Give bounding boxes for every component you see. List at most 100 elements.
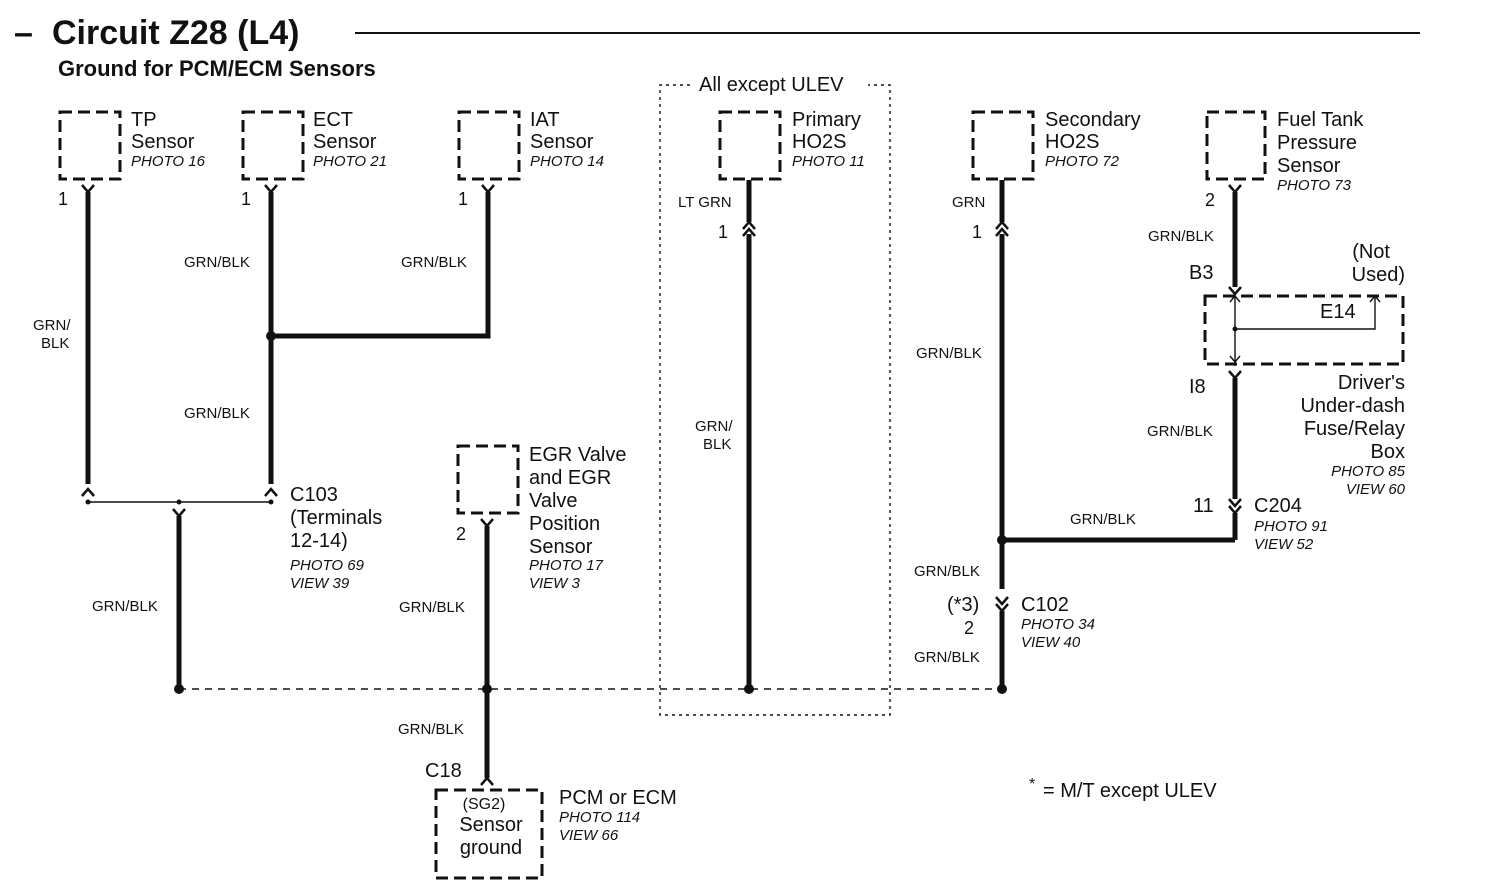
- c102-mark-a: [995, 596, 1009, 606]
- wire-c102-upper-label: GRN/BLK: [914, 563, 980, 580]
- fuse-box-view: VIEW 60: [1346, 481, 1406, 498]
- secondary-conn-mark-b: [995, 227, 1009, 237]
- pcm-view: VIEW 66: [559, 827, 619, 844]
- tp-sensor-photo: PHOTO 16: [131, 153, 206, 170]
- ect-sensor-photo: PHOTO 21: [313, 153, 387, 170]
- c204-connector[interactable]: 11 C204 PHOTO 91 VIEW 52: [1193, 495, 1328, 553]
- c102-connector[interactable]: (*3) 2 C102 PHOTO 34 VIEW 40: [947, 594, 1095, 651]
- c102-photo: PHOTO 34: [1021, 616, 1095, 633]
- c204-name: C204: [1254, 495, 1302, 517]
- wire-egr-label: GRN/BLK: [399, 599, 465, 616]
- pcm-photo: PHOTO 114: [559, 809, 640, 826]
- bus-node-primary: [744, 684, 754, 694]
- egr-sensor-photo: PHOTO 17: [529, 557, 604, 574]
- page-title: Circuit Z28 (L4): [52, 14, 299, 52]
- fuse-bottom-arrow: [1229, 355, 1241, 364]
- c103-tp-mark: [81, 487, 95, 497]
- fuse-top-arrow: [1229, 294, 1241, 303]
- bus-node-c103: [174, 684, 184, 694]
- c102-note: (*3): [947, 594, 979, 616]
- fuse-box-outline: [1203, 294, 1405, 366]
- footnote-text: = M/T except ULEV: [1043, 780, 1217, 802]
- c103-photo: PHOTO 69: [290, 557, 365, 574]
- c102-view: VIEW 40: [1021, 634, 1081, 651]
- egr-sensor-box: [456, 444, 520, 515]
- wire-ect-lower-label: GRN/BLK: [184, 405, 250, 422]
- fuse-e14-label: E14: [1320, 301, 1356, 323]
- fuse-bottom-pin-mark: [1228, 370, 1242, 380]
- fuse-top-pin-mark: [1228, 286, 1242, 296]
- fuse-not-used-arrow: [1369, 294, 1381, 303]
- wire-secondary-main-label: GRN/BLK: [916, 345, 982, 362]
- footnote-star: *: [1029, 776, 1035, 793]
- wire-primary-upper-label: LT GRN: [678, 194, 732, 211]
- c103-dot-right: [268, 499, 274, 505]
- c103-out-mark: [172, 508, 186, 518]
- fuse-internal-link: [1235, 296, 1376, 330]
- tp-pin-mark: [81, 184, 95, 194]
- egr-pin-mark: [480, 518, 494, 528]
- pcm-box: [434, 788, 544, 880]
- c204-view: VIEW 52: [1254, 536, 1314, 553]
- ect-pin-mark: [264, 184, 278, 194]
- wire-ect-upper-label: GRN/BLK: [184, 254, 250, 271]
- bus-node-secondary: [997, 684, 1007, 694]
- ect-sensor-box: [241, 110, 305, 181]
- title-dash: –: [14, 14, 33, 52]
- primary-conn-mark-a: [742, 220, 756, 230]
- ulev-region-label: All except ULEV: [699, 74, 844, 96]
- wire-splice-c204-label: GRN/BLK: [1070, 511, 1136, 528]
- primary-ho2s-box: [718, 110, 782, 181]
- iat-sensor-pin: 1: [458, 189, 468, 209]
- egr-sensor-view: VIEW 3: [529, 575, 581, 592]
- c204-photo: PHOTO 91: [1254, 518, 1328, 535]
- tp-sensor-pin: 1: [58, 189, 68, 209]
- wire-fuel-lower-label: GRN/BLK: [1147, 423, 1213, 440]
- secondary-ho2s-photo: PHOTO 72: [1045, 153, 1120, 170]
- secondary-ho2s-pin: 1: [972, 222, 982, 242]
- secondary-ho2s-box: [971, 110, 1035, 181]
- c204-mark-a: [1228, 498, 1242, 508]
- c103-view: VIEW 39: [290, 575, 350, 592]
- c103-dot-left: [85, 499, 91, 505]
- iat-sensor-box: [457, 110, 521, 181]
- tp-sensor-box: [58, 110, 122, 181]
- wire-secondary-upper-label: GRN: [952, 194, 985, 211]
- primary-ho2s-photo: PHOTO 11: [792, 153, 865, 170]
- primary-conn-mark-b: [742, 227, 756, 237]
- c204-pin: 11: [1193, 495, 1214, 517]
- wire-iat[interactable]: [271, 192, 491, 339]
- fuse-box-pin-top: B3: [1189, 262, 1213, 284]
- fuel-sensor-box: [1205, 110, 1267, 181]
- c103-dot-mid: [176, 499, 182, 505]
- fuel-pin-mark: [1228, 184, 1242, 194]
- wire-fuel-upper-label: GRN/BLK: [1148, 228, 1214, 245]
- wire-c103-down-label: GRN/BLK: [92, 598, 158, 615]
- fuel-sensor-pin: 2: [1205, 190, 1215, 210]
- c103-ect-mark: [264, 487, 278, 497]
- egr-sensor-pin: 2: [456, 524, 466, 544]
- wire-iat-label: GRN/BLK: [401, 254, 467, 271]
- wire-tp-label: GRN/BLK: [33, 317, 71, 352]
- fuse-internal-dot: [1232, 326, 1238, 332]
